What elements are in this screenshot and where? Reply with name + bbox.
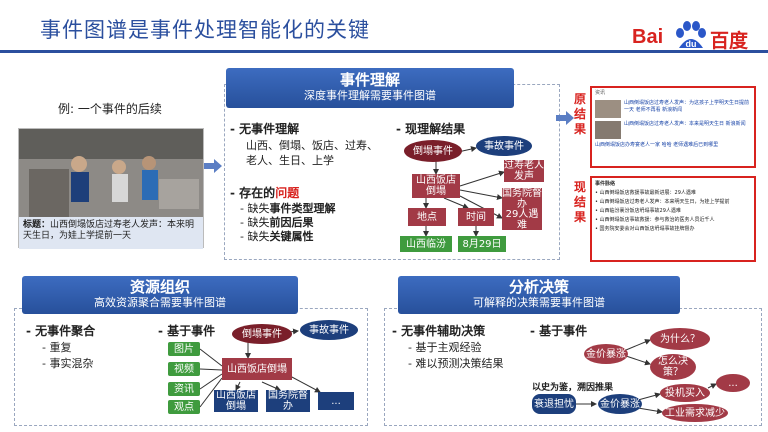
sub-restaurant-node: 山西饭店倒塌 (214, 390, 258, 412)
arrow-right-icon (556, 110, 574, 125)
media-videos[interactable]: 视频 (168, 362, 200, 376)
analysis-based-on-heading: - 基于事件 (530, 324, 588, 338)
understanding-title: 事件理解 (339, 71, 400, 89)
news-photo-card: 标题：山西倒塌饭店过寿老人发声：本来明天生日，为娃上学提前一天 (18, 128, 204, 249)
original-news-item[interactable]: 山西倒塌饭店办寿宴老人一家 哈哈 老师遇难后已到哪里 (595, 142, 719, 148)
analysis-banner: 分析决策 可解释的决策需要事件图谱 (398, 276, 680, 314)
sub-state-council-node: 国务院督办 (266, 390, 310, 412)
original-result-header: 资讯 (595, 90, 606, 96)
media-images[interactable]: 图片 (168, 342, 200, 356)
recession-fear-node: 衰退担忧 (532, 394, 576, 414)
problem-item: - 缺失事件类型理解 (240, 202, 336, 215)
restaurant-collapse-node: 山西饭店倒塌 (412, 174, 460, 198)
analysis-title: 分析决策 (508, 278, 569, 296)
problem-item: - 缺失前因后果 (240, 216, 314, 229)
accident-event-node: 事故事件 (300, 320, 358, 340)
timeline-item[interactable]: • 山西临汾襄汾饭店坍塌事故29人遇难 (595, 208, 681, 214)
why-node: 为什么？ (650, 328, 710, 350)
timeline-item[interactable]: • 山西倒塌饭店过寿老人发声：本来明天生日，为娃上学提前 (595, 199, 730, 205)
media-news[interactable]: 资讯 (168, 382, 200, 396)
time-node: 时间 (458, 208, 494, 226)
paw-icon: du (674, 20, 708, 52)
resources-banner: 资源组织 高效资源聚合需要事件图谱 (22, 276, 298, 314)
restaurant-collapse-node: 山西饭店倒塌 (222, 358, 292, 380)
date-node: 8月29日 (458, 236, 506, 252)
original-result-card: 资讯 山西倒塌饭店过寿老人发声：为这孩子上学明天生日提前一天 老师不再看 新浪新… (590, 86, 756, 168)
analysis-subtitle: 可解释的决策需要事件图谱 (473, 296, 605, 309)
original-news-item[interactable]: 山西倒塌饭店过寿老人发声：本来是明天生日 新浪新闻 (595, 121, 751, 139)
industrial-demand-node: 工业需求减少 (662, 404, 728, 422)
news-caption: 标题：山西倒塌饭店过寿老人发声：本来明天生日，为娃上学提前一天 (19, 217, 203, 249)
no-aggregation-items: - 重复 - 事实混杂 (42, 340, 93, 372)
linfen-node: 山西临汾 (400, 236, 452, 252)
current-result-label: 现结果 (574, 180, 587, 224)
collapse-event-node: 倒塌事件 (232, 324, 292, 344)
news-thumbnail (595, 121, 621, 139)
more-node: ... (318, 392, 354, 410)
baidu-logo: Bai du 百度 (632, 20, 760, 54)
resources-subtitle: 高效资源聚合需要事件图谱 (94, 296, 226, 309)
aid-item: - 基于主观经验 (408, 341, 482, 354)
collapse-event-node: 倒塌事件 (404, 140, 462, 162)
aid-item: - 难以预测决策结果 (408, 357, 504, 370)
original-result-label: 原结果 (574, 92, 587, 136)
no-aid-items: - 基于主观经验 - 难以预测决策结果 (408, 340, 512, 372)
understanding-banner: 事件理解 深度事件理解需要事件图谱 (226, 68, 514, 108)
media-opinions[interactable]: 观点 (168, 400, 200, 414)
trapped-node: 29人遇难 (502, 209, 542, 231)
current-result-header: 事件脉络 (595, 181, 616, 187)
logo-text-latin: Bai (632, 26, 664, 48)
problem-item: - 缺失关键属性 (240, 230, 314, 243)
elder-speaks-node: 过寿老人发声 (504, 160, 544, 182)
title-divider (0, 50, 768, 53)
resources-title: 资源组织 (129, 278, 190, 296)
gold-price-surge-2-node: 金价暴涨 (598, 394, 642, 414)
aggregation-item: - 重复 (42, 341, 72, 354)
based-on-events-heading: - 基于事件 (158, 324, 216, 338)
example-label: 例: 一个事件的后续 (58, 102, 162, 116)
news-thumbnail (595, 100, 621, 118)
no-understanding-heading: - 无事件理解 (230, 122, 300, 136)
history-note: 以史为鉴，溯因推果 (532, 383, 614, 393)
result-heading: - 现理解结果 (396, 122, 466, 136)
logo-text-chinese: 百度 (710, 30, 749, 52)
slide-title: 事件图谱是事件处理智能化的关键 (40, 18, 370, 42)
timeline-item[interactable]: • 山西倒塌饭店事故救援：参与救治的医务人员近千人 (595, 217, 715, 223)
more-node: ... (716, 374, 750, 392)
problems-heading: - 存在的问题 (230, 186, 300, 200)
news-photo (19, 129, 203, 217)
understanding-subtitle: 深度事件理解需要事件图谱 (304, 89, 436, 102)
no-understanding-items: 山西、倒塌、饭店、过寿、老人、生日、上学 (246, 139, 378, 167)
arrow-right-icon (204, 158, 222, 173)
aggregation-item: - 事实混杂 (42, 357, 94, 370)
no-aggregation-heading: - 无事件聚合 (26, 324, 96, 338)
state-council-node: 国务院督办 (502, 188, 542, 210)
svg-text:du: du (686, 39, 697, 49)
place-node: 地点 (408, 208, 446, 226)
how-decide-node: 怎么决策？ (650, 354, 696, 380)
accident-event-node: 事故事件 (476, 136, 532, 156)
timeline-item[interactable]: • 山西倒塌饭店救援事故最新进展：29人遇难 (595, 190, 696, 196)
gold-price-surge-node: 金价暴涨 (584, 344, 628, 364)
problems-list: - 缺失事件类型理解 - 缺失前因后果 - 缺失关键属性 (240, 202, 335, 244)
original-news-item[interactable]: 山西倒塌饭店过寿老人发声：为这孩子上学明天生日提前一天 老师不再看 新浪新闻 (595, 100, 751, 118)
speculation-buy-node: 投机买入 (660, 384, 710, 402)
timeline-item[interactable]: • 国务院安委会对山西饭店坍塌事故挂牌督办 (595, 226, 695, 232)
current-result-card: 事件脉络 • 山西倒塌饭店救援事故最新进展：29人遇难 • 山西倒塌饭店过寿老人… (590, 176, 756, 262)
no-aid-heading: - 无事件辅助决策 (392, 324, 486, 338)
